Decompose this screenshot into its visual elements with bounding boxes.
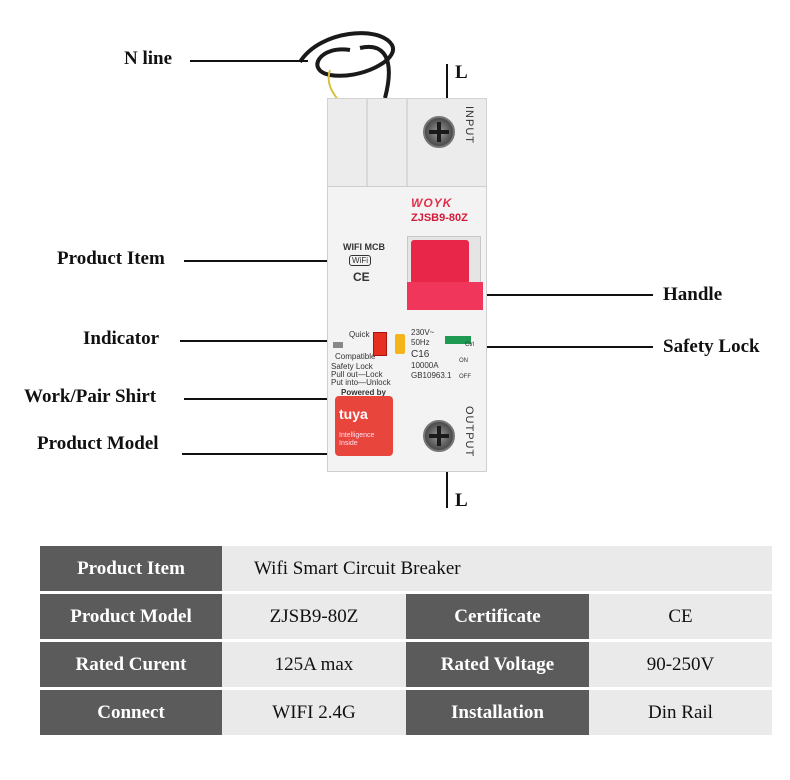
callout-l-top: L [455,62,468,83]
breaker-handle[interactable] [411,240,469,284]
callout-safety-lock: Safety Lock [663,336,760,357]
hz-label: 50Hz [411,338,430,347]
table-value-cell: WIFI 2.4G [222,690,406,735]
safety-lock-tab[interactable] [395,334,405,354]
standard-label: GB10963.1 [411,371,452,380]
ce-mark: CE [353,270,370,284]
table-value-cell: 125A max [222,642,406,687]
model-label: ZJSB9-80Z [411,212,468,224]
quick-label: Quick [349,330,370,339]
output-label: OUTPUT [463,406,475,458]
callout-handle: Handle [663,284,723,305]
rating-label: C16 [411,349,430,360]
voltage-label: 230V~ [411,328,435,337]
pull-out-text: Pull out—Lock [331,370,383,379]
brand-logo: WOYK [411,196,453,210]
wifi-mcb-label: WIFI MCB [343,242,385,252]
off-label: OFF [459,374,471,380]
leader-work-pair-h [184,398,378,400]
put-into-text: Put into—Unlock [331,378,391,387]
callout-l-bottom: L [455,490,468,511]
table-header-cell: Certificate [406,594,589,639]
table-value-cell: Din Rail [589,690,772,735]
table-value-cell: ZJSB9-80Z [222,594,406,639]
callout-work-pair-shirt: Work/Pair Shirt [24,386,157,407]
ctrl-label: Ctrl [465,342,475,348]
status-window [445,336,471,344]
table-header-cell: Installation [406,690,589,735]
breaker-top-module [327,98,487,189]
leader-safety-lock [400,346,653,348]
safety-lock-text: Safety Lock [331,362,373,371]
work-pair-switch[interactable] [373,332,387,356]
tuya-intelligence: Intelligence [339,432,375,439]
table-header-cell: Connect [40,690,222,735]
input-label: INPUT [463,106,475,144]
wifi-badge: WiFi [349,255,371,266]
callout-product-model: Product Model [37,433,159,454]
table-header-cell: Product Model [40,594,222,639]
capacity-label: 10000A [411,361,439,370]
input-terminal-screw [423,116,455,148]
callout-indicator: Indicator [83,328,159,349]
callout-n-line: N line [124,48,173,69]
table-value-cell: CE [589,594,772,639]
leader-product-item [184,260,340,262]
leader-l-top [446,64,448,122]
powered-by-label: Powered by [341,388,386,397]
leader-indicator [180,340,338,342]
tuya-logo: tuya [339,406,368,422]
on-label: ON [459,358,468,364]
table-header-cell: Rated Voltage [406,642,589,687]
breaker-handle-base[interactable] [407,282,483,310]
table-value-cell: Wifi Smart Circuit Breaker [222,546,772,591]
table-value-cell: 90-250V [589,642,772,687]
tuya-badge: tuya Intelligence Inside [335,396,393,456]
table-header-cell: Product Item [40,546,222,591]
breaker-body [327,186,487,472]
leader-product-model-h [182,453,419,455]
indicator-light [333,342,343,348]
leader-handle [460,294,653,296]
leader-l-bottom [446,452,448,508]
tuya-inside: Inside [339,440,358,447]
compatible-label: Compatible [335,352,376,361]
table-header-cell: Rated Curent [40,642,222,687]
circuit-breaker: INPUT WOYK ZJSB9-80Z WIFI MCB WiFi CE Qu… [327,98,487,472]
callout-product-item: Product Item [57,248,165,269]
leader-n-line [190,60,308,62]
output-terminal-screw [423,420,455,452]
